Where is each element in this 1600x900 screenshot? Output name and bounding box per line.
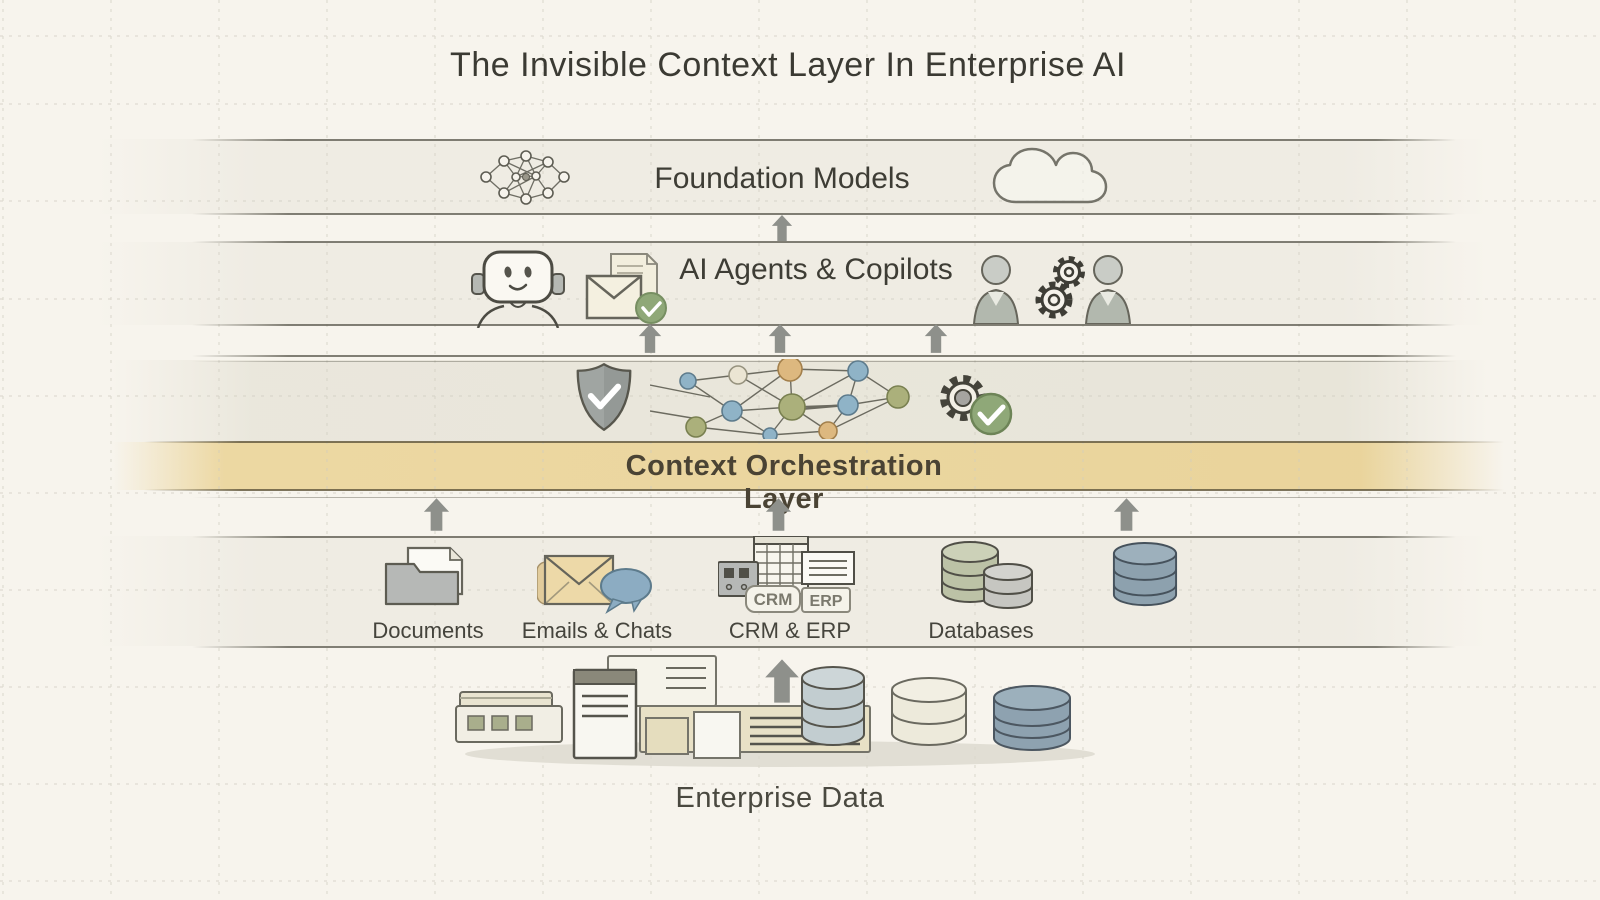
ai-agents-label: AI Agents & Copilots (679, 253, 953, 286)
arrow-up-icon (768, 323, 792, 354)
arrow-up-icon (423, 498, 450, 531)
cloud-icon (992, 147, 1108, 204)
folder-documents-icon (384, 546, 464, 606)
erp-tag-label: ERP (810, 593, 843, 610)
arrow-up-icon (1113, 498, 1140, 531)
shield-check-icon (576, 363, 632, 431)
source-label-emails-chats: Emails & Chats (521, 618, 673, 643)
source-label-crm-erp: CRM & ERP (728, 618, 852, 643)
arrow-up-icon (924, 323, 948, 354)
context-network-icon (650, 359, 910, 439)
arrow-up-icon (765, 498, 792, 531)
context-orchestration-band (0, 442, 1600, 490)
diagram-title: The Invisible Context Layer In Enterpris… (450, 46, 1126, 84)
team-gears-icon (972, 255, 1132, 324)
crm-erp-icon: CRM ERP (718, 536, 855, 613)
databases-icon (941, 541, 1033, 609)
database-icon (1112, 542, 1178, 607)
arrow-up-icon (770, 215, 794, 241)
crm-tag-label: CRM (754, 590, 793, 609)
gear-check-icon (940, 375, 1013, 436)
email-check-icon (585, 253, 667, 324)
foundation-models-label: Foundation Models (654, 162, 910, 195)
arrow-up-icon (638, 323, 662, 354)
enterprise-data-illustration (455, 655, 1095, 767)
context-orchestration-label: Context Orchestration Layer (625, 450, 943, 515)
robot-icon (471, 250, 565, 328)
source-label-documents: Documents (372, 618, 484, 643)
arrow-up-icon (764, 656, 800, 706)
neural-network-icon (480, 150, 570, 205)
source-label-databases: Databases (928, 618, 1034, 643)
envelope-chat-icon (537, 554, 652, 614)
enterprise-data-label: Enterprise Data (675, 782, 885, 814)
